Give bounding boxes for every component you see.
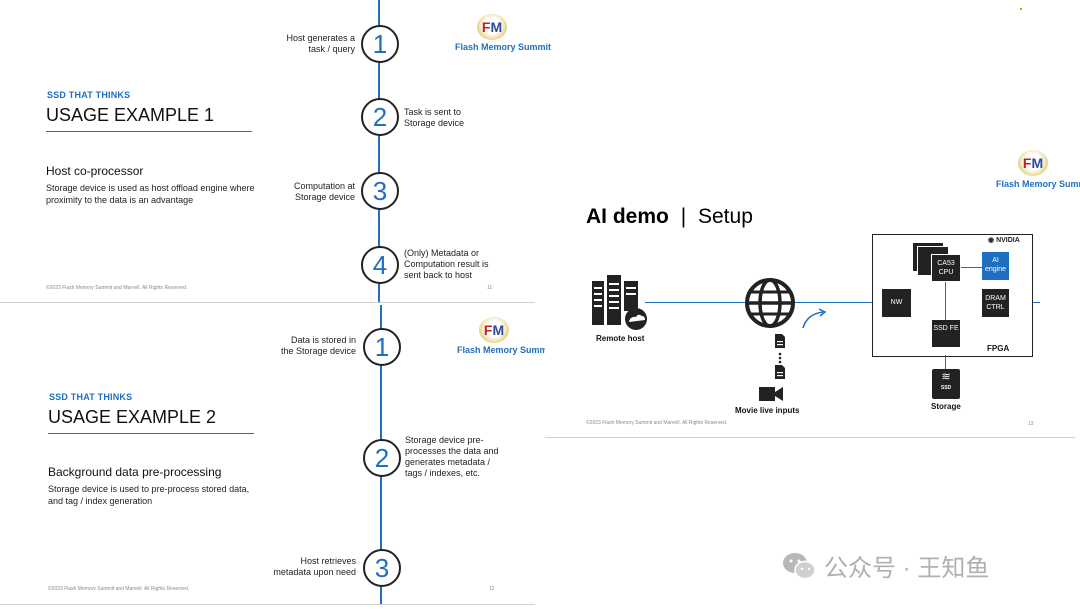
watermark: 公众号 · 王知鱼 (782, 548, 989, 583)
step-2-circle: 2 (363, 439, 401, 477)
slide-kicker: SSD THAT THINKS (49, 392, 133, 402)
fpga-bus-line (945, 270, 946, 330)
watermark-text: 公众号 · 王知鱼 (824, 555, 990, 582)
cpu-ai-line (955, 267, 983, 268)
step-2-label: Storage device pre-processes the data an… (405, 435, 499, 478)
ssd-fe-box: SSD FE (932, 320, 960, 347)
slide-usage-example-2: SSD THAT THINKS USAGE EXAMPLE 2 Backgrou… (0, 305, 553, 609)
ssd-link-line (945, 355, 946, 371)
nvidia-logo: ◉ NVIDIA (988, 236, 1020, 244)
flash-memory-summit-logo: FM (477, 14, 507, 40)
slide-ai-demo-setup: FM Flash Memory Summit AI demo | Setup R… (545, 150, 1080, 440)
title-bold: AI demo (586, 205, 669, 228)
ssd-storage-icon: ≋ SSD (932, 369, 960, 399)
dram-ctrl-label: DRAM CTRL (985, 295, 1006, 311)
slide-subheading: Background data pre-processing (48, 465, 222, 479)
file-icon (774, 365, 786, 379)
nvidia-eye-icon: ◉ (988, 237, 995, 244)
logo-text: Flash Memory Summit (455, 42, 552, 52)
slide-title: AI demo | Setup (586, 205, 753, 229)
storage-label: Storage (931, 402, 961, 411)
step-2-circle: 2 (361, 98, 399, 136)
fpga-label: FPGA (987, 344, 1010, 353)
title-underline (48, 433, 254, 434)
slide-footer: ©2023 Flash Memory Summit and Marvell. A… (48, 586, 190, 592)
slide-title: USAGE EXAMPLE 2 (48, 407, 217, 427)
step-4-circle: 4 (361, 246, 399, 284)
server-icon (590, 275, 650, 331)
slide-usage-example-1: SSD THAT THINKS USAGE EXAMPLE 1 Host co-… (0, 0, 551, 302)
step-1-circle: 1 (361, 25, 399, 63)
step-1-label: Data is stored in the Storage device (280, 335, 356, 356)
step-3-circle: 3 (363, 549, 401, 587)
flash-memory-summit-logo: FM (479, 317, 509, 343)
globe-icon (744, 277, 796, 329)
step-1-circle: 1 (363, 328, 401, 366)
page-number: 11 (487, 285, 493, 291)
timeline-line (378, 0, 380, 302)
slide-divider (0, 604, 535, 605)
slide-description: Storage device is used to pre-process st… (48, 484, 250, 506)
page-number: 13 (1028, 421, 1034, 427)
ai-engine-box: AI engine (982, 252, 1009, 280)
step-1-label: Host generates a task / query (286, 33, 355, 54)
nw-box: NW (882, 289, 911, 317)
wechat-icon (782, 552, 816, 580)
dram-ctrl-box: DRAM CTRL (982, 289, 1009, 317)
ellipsis-icon (778, 351, 782, 364)
title-rest: Setup (698, 205, 753, 228)
nw-label: NW (890, 299, 903, 306)
cpu-box: CA53 CPU (931, 254, 961, 282)
orange-dot (1020, 8, 1022, 10)
ssd-fe-label: SSD FE (933, 325, 959, 332)
step-3-label: Computation at Storage device (293, 181, 355, 202)
ai-engine-label: AI engine (984, 257, 1007, 273)
remote-host-label: Remote host (596, 334, 645, 343)
slide-title: USAGE EXAMPLE 1 (46, 105, 215, 125)
video-camera-icon (759, 386, 783, 402)
slide-footer: ©2023 Flash Memory Summit and Marvell. A… (46, 285, 188, 291)
arrow-icon (801, 308, 827, 330)
step-4-label: (Only) Metadata or Computation result is… (404, 248, 489, 280)
slide-divider (0, 302, 535, 303)
logo-text: Flash Memory Summit (457, 345, 554, 355)
logo-text: Flash Memory Summit (996, 179, 1080, 189)
step-3-circle: 3 (361, 172, 399, 210)
connection-line (645, 302, 1040, 303)
layers-icon: ≋ (941, 371, 951, 383)
page-number: 12 (489, 586, 495, 592)
slide-description: Storage device is used as host offload e… (46, 183, 255, 205)
step-2-label: Task is sent to Storage device (404, 107, 465, 128)
slide-footer: ©2023 Flash Memory Summit and Marvell. A… (586, 420, 728, 426)
flash-memory-summit-logo: FM (1018, 150, 1048, 176)
step-3-label: Host retrieves metadata upon need (273, 556, 356, 577)
nvidia-text: NVIDIA (996, 237, 1020, 244)
title-separator: | (680, 205, 687, 228)
slide-subheading: Host co-processor (46, 164, 144, 178)
title-underline (46, 131, 252, 132)
movie-inputs-label: Movie live inputs (735, 406, 800, 415)
slide-divider (545, 437, 1075, 438)
cpu-label: CA53 CPU (937, 260, 955, 276)
file-icon (774, 334, 786, 348)
ssd-icon-label: SSD (940, 385, 952, 391)
slide-kicker: SSD THAT THINKS (47, 90, 131, 100)
